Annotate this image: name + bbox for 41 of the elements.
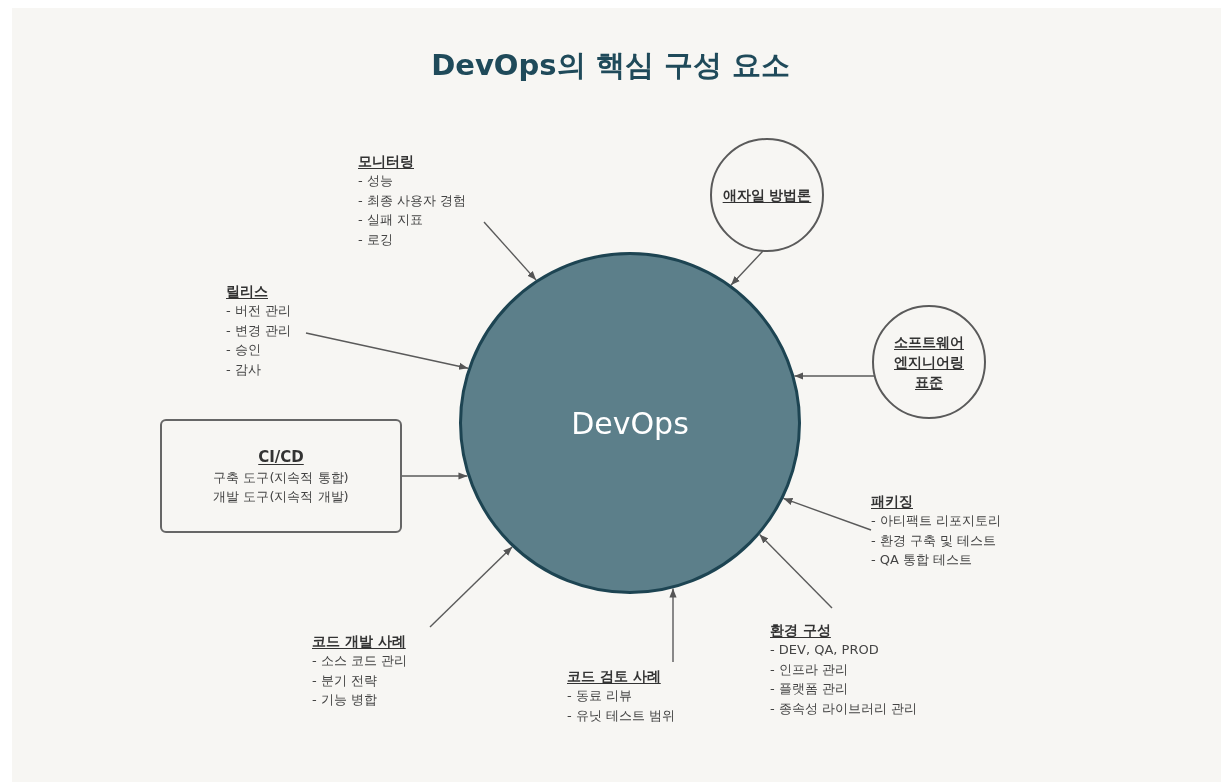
list-item: - 동료 리뷰 bbox=[567, 687, 632, 705]
section-heading: 코드 검토 사례 bbox=[567, 667, 661, 686]
arrow bbox=[758, 533, 833, 609]
title: DevOps의 핵심 구성 요소 bbox=[430, 47, 791, 84]
list-item: - 유닛 테스트 범위 bbox=[567, 706, 676, 725]
arrow bbox=[483, 221, 537, 281]
section-heading: 모니터링 bbox=[358, 152, 414, 171]
list-item: - 분기 전략 bbox=[312, 671, 377, 690]
process-box bbox=[160, 419, 402, 533]
list-item: - 플랫폼 관리 bbox=[770, 680, 848, 698]
list-item: - 성능 bbox=[358, 172, 393, 190]
arrow bbox=[782, 497, 872, 531]
section-heading: 소프트웨어 엔지니어링 표준 bbox=[893, 333, 965, 392]
list-item: - DEV, QA, PROD bbox=[770, 641, 879, 659]
arrow bbox=[305, 332, 469, 370]
list-item: - 최종 사용자 경험 bbox=[358, 191, 467, 210]
list-item: - 버전 관리 bbox=[226, 302, 291, 320]
arrow bbox=[429, 546, 513, 628]
list-item: - 감사 bbox=[226, 360, 261, 379]
section-heading: CI/CD bbox=[258, 446, 304, 468]
arrow bbox=[401, 472, 469, 480]
list-item: - 로깅 bbox=[358, 230, 393, 249]
list-item: - 실패 지표 bbox=[358, 211, 423, 229]
list-item: - 아티팩트 리포지토리 bbox=[871, 512, 1001, 530]
box-text: 개발 도구(지속적 개발) bbox=[213, 488, 349, 507]
arrow bbox=[669, 587, 677, 663]
list-item: - 소스 코드 관리 bbox=[312, 652, 408, 670]
list-item: - 승인 bbox=[226, 341, 261, 359]
list-item: - 기능 병합 bbox=[312, 691, 377, 709]
section-heading: DevOps bbox=[571, 404, 689, 443]
section-heading: 환경 구성 bbox=[770, 621, 831, 640]
section-heading: 코드 개발 사례 bbox=[312, 632, 406, 651]
box-text: 구축 도구(지속적 통합) bbox=[213, 469, 349, 488]
list-item: - 종속성 라이브러리 관리 bbox=[770, 699, 918, 718]
list-item: - QA 통합 테스트 bbox=[871, 551, 973, 569]
section-heading: 패키징 bbox=[871, 492, 913, 511]
list-item: - 환경 구축 및 테스트 bbox=[871, 531, 997, 550]
section-heading: 릴리스 bbox=[226, 282, 268, 301]
section-heading: 애자일 방법론 bbox=[722, 186, 812, 205]
list-item: - 변경 관리 bbox=[226, 321, 291, 340]
list-item: - 인프라 관리 bbox=[770, 660, 848, 679]
